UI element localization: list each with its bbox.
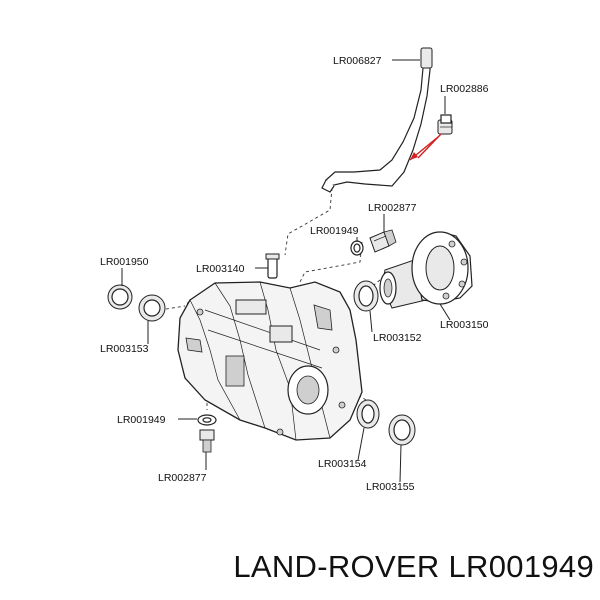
upper-washer: [350, 240, 364, 256]
left-oring: [107, 284, 133, 310]
output-flange: [379, 231, 473, 309]
transfer-case-housing: [177, 281, 363, 441]
sensor-pin: [265, 253, 280, 279]
upper-plug: [369, 229, 397, 253]
leader-lines: [121, 59, 451, 483]
label-left-seal: LR003153: [100, 343, 149, 355]
label-flange: LR003150: [440, 319, 489, 331]
label-upper-washer: LR001949: [310, 225, 359, 237]
label-breather-connector: LR002886: [440, 83, 489, 95]
label-left-oring: LR001950: [100, 256, 149, 268]
breather-pipe: [321, 47, 433, 193]
label-right-seal: LR003152: [373, 332, 422, 344]
label-lower-washer: LR001949: [117, 414, 166, 426]
front-oring: [388, 414, 416, 446]
breather-connector: [437, 114, 453, 135]
lower-washer: [197, 414, 217, 426]
label-sensor-pin: LR003140: [196, 263, 245, 275]
connector-arrows: [409, 133, 442, 161]
part-title: LAND-ROVER LR001949: [233, 549, 594, 584]
label-breather-pipe: LR006827: [333, 55, 382, 67]
label-upper-plug: LR002877: [368, 202, 417, 214]
label-front-seal: LR003154: [318, 458, 367, 470]
front-seal: [356, 399, 380, 429]
left-seal: [138, 294, 166, 322]
label-front-oring: LR003155: [366, 481, 415, 493]
label-lower-plug: LR002877: [158, 472, 207, 484]
right-seal: [353, 280, 379, 312]
lower-plug: [199, 429, 215, 453]
